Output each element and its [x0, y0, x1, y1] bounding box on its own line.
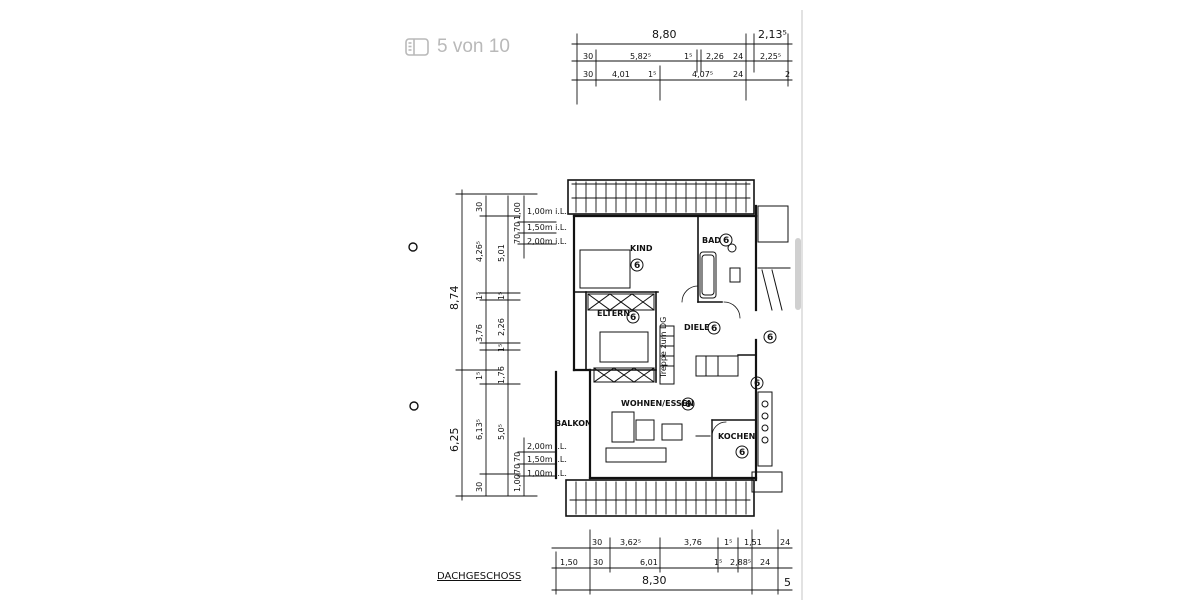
- dim-bottom-r2-a: 1,50: [560, 558, 578, 567]
- page-indicator[interactable]: 5 von 10: [405, 34, 510, 60]
- punch-hole-top: [408, 242, 418, 252]
- dim-left-lower: 6,25: [448, 428, 461, 453]
- dim-left-c3-f: 1,00: [513, 474, 522, 492]
- dim-bottom-overall: 8,30: [642, 574, 667, 587]
- dim-bottom-r1-e: 1,51: [744, 538, 762, 547]
- dim-top-r2-f: 2: [785, 70, 790, 79]
- dim-left-c3-c: 70: [513, 234, 522, 244]
- fixtures: [579, 205, 791, 493]
- dim-top-r1-b: 5,82⁵: [630, 52, 651, 61]
- room-label-bad: BAD: [702, 236, 721, 245]
- dim-top-r2-e: 24: [733, 70, 743, 79]
- room-label-kochen: KOCHEN: [718, 432, 755, 441]
- dim-left-c2-e: 1,76: [497, 366, 506, 384]
- room-label-balkon: BALKON: [555, 419, 592, 428]
- page-indicator-label: 5 von 10: [437, 36, 510, 57]
- dim-left-c3-b: 70: [513, 222, 522, 232]
- dim-left-c1-d: 1⁵: [475, 372, 484, 380]
- height-upper-3: 2,00m i.L.: [527, 237, 567, 246]
- top-dimension-chain: 8,80 2,13⁵ 30 5,82⁵ 1⁵ 2,26 24 2,25⁵ 30 …: [571, 28, 793, 105]
- plan-title: DACHGESCHOSS: [437, 571, 521, 582]
- dim-bottom-r1-b: 3,62⁵: [620, 538, 641, 547]
- dim-top-r2-b: 4,01: [612, 70, 630, 79]
- punch-hole-bottom: [409, 401, 419, 411]
- dim-top-r2-d: 4,07⁵: [692, 70, 713, 79]
- dim-top-overall: 8,80: [652, 28, 677, 41]
- dim-top-overall-right: 2,13⁵: [758, 28, 787, 41]
- bottom-dimension-chain: 30 3,62⁵ 3,76 1⁵ 1,51 24 1,50 30 6,01 1⁵…: [551, 529, 793, 595]
- mark-diele: 6: [711, 324, 717, 334]
- dim-left-c1-top: 30: [475, 202, 484, 212]
- dim-left-c2-c: 2,26: [497, 318, 506, 336]
- dim-bottom-r2-b: 30: [593, 558, 603, 567]
- dim-top-r2-a: 30: [583, 70, 593, 79]
- mark-flur: 6: [767, 333, 773, 343]
- dim-left-c2-f: 5,0⁵: [497, 424, 506, 440]
- height-upper-1: 1,00m i.L.: [527, 207, 567, 216]
- dim-left-c2-d: 1⁵: [497, 344, 506, 352]
- dim-bottom-r1-a: 30: [592, 538, 602, 547]
- height-lower-2: 1,50m i.L.: [527, 455, 567, 464]
- dim-top-r1-f: 2,25⁵: [760, 52, 781, 61]
- mark-entry: 6: [754, 379, 760, 389]
- page-mark: 5: [784, 576, 791, 589]
- height-lower-3: 1,00m i.L.: [527, 469, 567, 478]
- dim-left-c2-a: 5,01: [497, 244, 506, 262]
- sidebar-pages-icon: [405, 38, 429, 56]
- height-lower-1: 2,00m i.L.: [527, 442, 567, 451]
- room-labels: KIND BAD ELTERN DIELE WOHNEN/ESSEN KOCHE…: [555, 236, 755, 441]
- dim-top-r1-c: 1⁵: [684, 52, 692, 61]
- left-dimension-chain: 8,74 6,25 4,26⁵ 1⁵ 3,76 1⁵ 6,13⁵ 30 30 5…: [448, 189, 567, 501]
- dim-left-c3-d: 70: [513, 452, 522, 462]
- room-label-wohnen-essen: WOHNEN/ESSEN: [621, 399, 694, 408]
- mark-kind: 6: [634, 261, 640, 271]
- dim-left-c1-bottom: 30: [475, 482, 484, 492]
- dim-bottom-r2-f: 24: [760, 558, 770, 567]
- page-edge: [801, 10, 803, 600]
- dim-left-upper: 8,74: [448, 286, 461, 311]
- dim-left-c1-c: 3,76: [475, 324, 484, 342]
- dim-left-c1-a: 4,26⁵: [475, 241, 484, 262]
- dim-bottom-r2-d: 1⁵: [714, 558, 722, 567]
- dim-bottom-r2-c: 6,01: [640, 558, 658, 567]
- dim-top-r1-a: 30: [583, 52, 593, 61]
- dim-left-c1-b: 1⁵: [475, 292, 484, 300]
- dim-left-c2-b: 1⁵: [497, 292, 506, 300]
- dim-left-c1-e: 6,13⁵: [475, 419, 484, 440]
- mark-eltern: 6: [630, 313, 636, 323]
- stair-label: Treppe zum DG: [659, 317, 668, 379]
- dim-left-c3-e: 70: [513, 464, 522, 474]
- mark-kochen: 6: [739, 448, 745, 458]
- dim-top-r1-e: 24: [733, 52, 743, 61]
- building-walls: [554, 179, 758, 517]
- mark-wohnen: 6: [685, 400, 691, 410]
- room-marks: 6 6 6 6 6 6 6 6: [626, 233, 777, 459]
- dim-bottom-r1-c: 3,76: [684, 538, 702, 547]
- mark-bad: 6: [723, 236, 729, 246]
- height-upper-2: 1,50m i.L.: [527, 223, 567, 232]
- dim-bottom-r1-d: 1⁵: [724, 538, 732, 547]
- dim-left-c3-a: 1,00: [513, 202, 522, 220]
- dim-bottom-r1-f: 24: [780, 538, 790, 547]
- room-label-eltern: ELTERN: [597, 309, 630, 318]
- dim-top-r2-c: 1⁵: [648, 70, 656, 79]
- room-label-kind: KIND: [630, 244, 653, 253]
- dim-bottom-r2-e: 2,88⁵: [730, 558, 751, 567]
- scrollbar-thumb[interactable]: [795, 238, 801, 310]
- dim-top-r1-d: 2,26: [706, 52, 724, 61]
- room-label-diele: DIELE: [684, 323, 710, 332]
